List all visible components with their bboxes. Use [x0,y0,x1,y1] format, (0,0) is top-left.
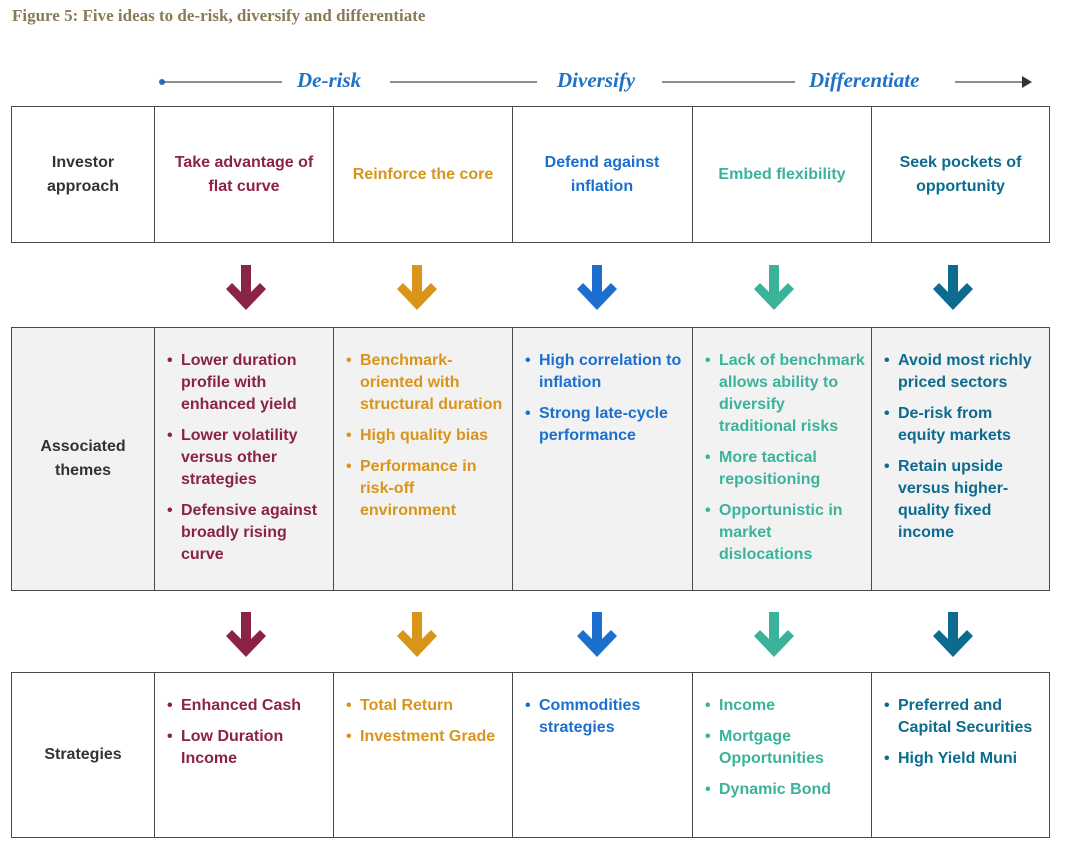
themes-list: Avoid most richly priced sectorsDe-risk … [880,350,1043,544]
strategy-item: Total Return [342,695,506,717]
approach-text: Embed flexibility [718,165,846,183]
strategy-item: Preferred and Capital Securities [880,695,1043,739]
approach-text: Reinforce the core [352,165,494,183]
approach-row: Investor approach Take advantage of flat… [11,106,1050,243]
themes-list: High correlation to inflationStrong late… [521,350,685,447]
approach-cell: Embed flexibility [692,107,871,242]
strategy-item: Low Duration Income [163,726,327,770]
theme-item: Opportunistic in market dislocations [701,500,865,566]
down-arrow-icon [226,612,266,657]
theme-item: High quality bias [342,425,506,447]
strategies-cell: Enhanced CashLow Duration Income [154,673,333,837]
down-arrow-icon [397,612,437,657]
theme-item: Lack of benchmark allows ability to dive… [701,350,865,438]
strategies-list: Commodities strategies [521,695,685,739]
flow-label-differentiate: Differentiate [809,68,920,92]
flow-line [159,76,1032,88]
down-arrow-icon [754,612,794,657]
themes-list: Benchmark-oriented with structural durat… [342,350,506,522]
approach-text: Seek pockets of opportunity [899,153,1022,195]
strategies-cell: Preferred and Capital SecuritiesHigh Yie… [871,673,1049,837]
theme-item: Avoid most richly priced sectors [880,350,1043,394]
themes-row: Associated themes Lower duration profile… [11,327,1050,591]
themes-label-text: Associated themes [40,438,126,479]
approach-text: Take advantage of flat curve [174,153,314,195]
approach-cell: Reinforce the core [333,107,512,242]
arrow-row-top [0,265,1065,315]
strategies-cell: Commodities strategies [512,673,691,837]
theme-item: High correlation to inflation [521,350,685,394]
strategy-item: High Yield Muni [880,748,1043,770]
themes-list: Lower duration profile with enhanced yie… [163,350,327,566]
strategy-item: Commodities strategies [521,695,685,739]
themes-cell: High correlation to inflationStrong late… [512,328,691,590]
arrow-row-bottom [0,612,1065,662]
approach-row-label: Investor approach [12,107,154,242]
strategy-item: Investment Grade [342,726,506,748]
theme-item: Benchmark-oriented with structural durat… [342,350,506,416]
down-arrow-icon [754,265,794,310]
approach-label-text: Investor approach [46,153,119,195]
strategy-item: Dynamic Bond [701,779,865,801]
down-arrow-icon [397,265,437,310]
approach-cell: Take advantage of flat curve [154,107,333,242]
theme-item: More tactical repositioning [701,447,865,491]
theme-item: Retain upside versus higher-quality fixe… [880,456,1043,544]
theme-item: Defensive against broadly rising curve [163,500,327,566]
approach-cell: Seek pockets of opportunity [871,107,1049,242]
themes-list: Lack of benchmark allows ability to dive… [701,350,865,566]
down-arrow-icon [577,612,617,657]
strategies-row-label: Strategies [12,673,154,837]
approach-cell: Defend against inflation [512,107,691,242]
strategies-list: Total ReturnInvestment Grade [342,695,506,748]
figure-title: Figure 5: Five ideas to de-risk, diversi… [12,6,426,25]
strategies-list: IncomeMortgage OpportunitiesDynamic Bond [701,695,865,801]
themes-row-label: Associated themes [12,328,154,590]
down-arrow-icon [226,265,266,310]
down-arrow-icon [577,265,617,310]
strategy-item: Enhanced Cash [163,695,327,717]
themes-cell: Avoid most richly priced sectorsDe-risk … [871,328,1049,590]
strategies-row: Strategies Enhanced CashLow Duration Inc… [11,672,1050,838]
flow-label-diversify: Diversify [557,68,636,92]
strategies-cell: Total ReturnInvestment Grade [333,673,512,837]
strategies-cell: IncomeMortgage OpportunitiesDynamic Bond [692,673,871,837]
strategy-item: Mortgage Opportunities [701,726,865,770]
flow-header: De-risk Diversify Differentiate [0,62,1065,102]
theme-item: De-risk from equity markets [880,403,1043,447]
themes-cell: Lower duration profile with enhanced yie… [154,328,333,590]
strategies-list: Enhanced CashLow Duration Income [163,695,327,770]
theme-item: Lower volatility versus other strategies [163,425,327,491]
flow-label-de-risk: De-risk [297,68,362,92]
themes-cell: Lack of benchmark allows ability to dive… [692,328,871,590]
down-arrow-icon [933,265,973,310]
theme-item: Strong late-cycle performance [521,403,685,447]
strategies-list: Preferred and Capital SecuritiesHigh Yie… [880,695,1043,770]
down-arrow-icon [933,612,973,657]
themes-cell: Benchmark-oriented with structural durat… [333,328,512,590]
approach-text: Defend against inflation [544,153,660,195]
strategies-label-text: Strategies [44,746,122,763]
strategy-item: Income [701,695,865,717]
theme-item: Performance in risk-off environment [342,456,506,522]
theme-item: Lower duration profile with enhanced yie… [163,350,327,416]
